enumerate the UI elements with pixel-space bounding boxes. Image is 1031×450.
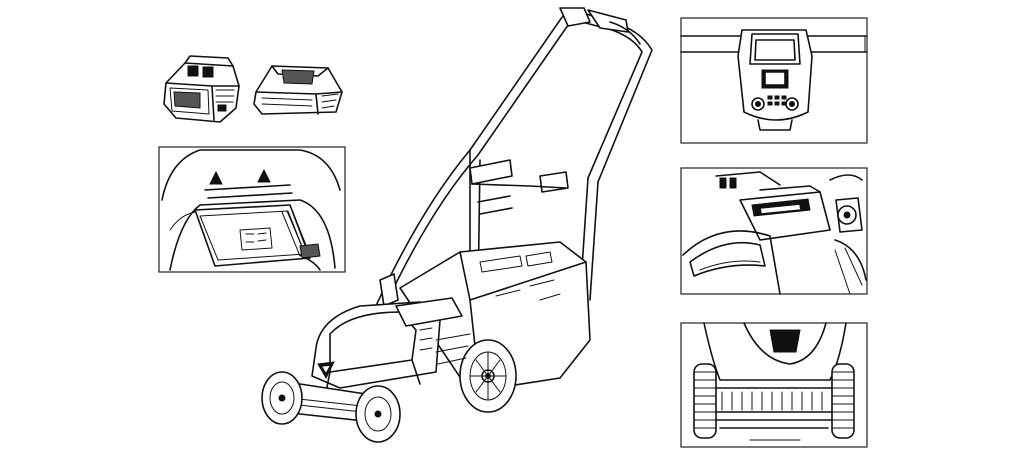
charger-icon — [253, 65, 343, 115]
main-lawn-mower — [261, 7, 653, 443]
wheel-icon — [693, 363, 855, 439]
detail-safety-key — [680, 167, 868, 295]
detail-rear-underside — [680, 322, 868, 448]
detail-battery-compartment — [158, 146, 346, 273]
battery-icon — [163, 55, 240, 123]
lawn-mower-icon — [261, 7, 653, 443]
detail-control-panel — [680, 17, 868, 144]
control-panel-icon — [680, 29, 868, 131]
wheel-icon — [261, 339, 517, 443]
